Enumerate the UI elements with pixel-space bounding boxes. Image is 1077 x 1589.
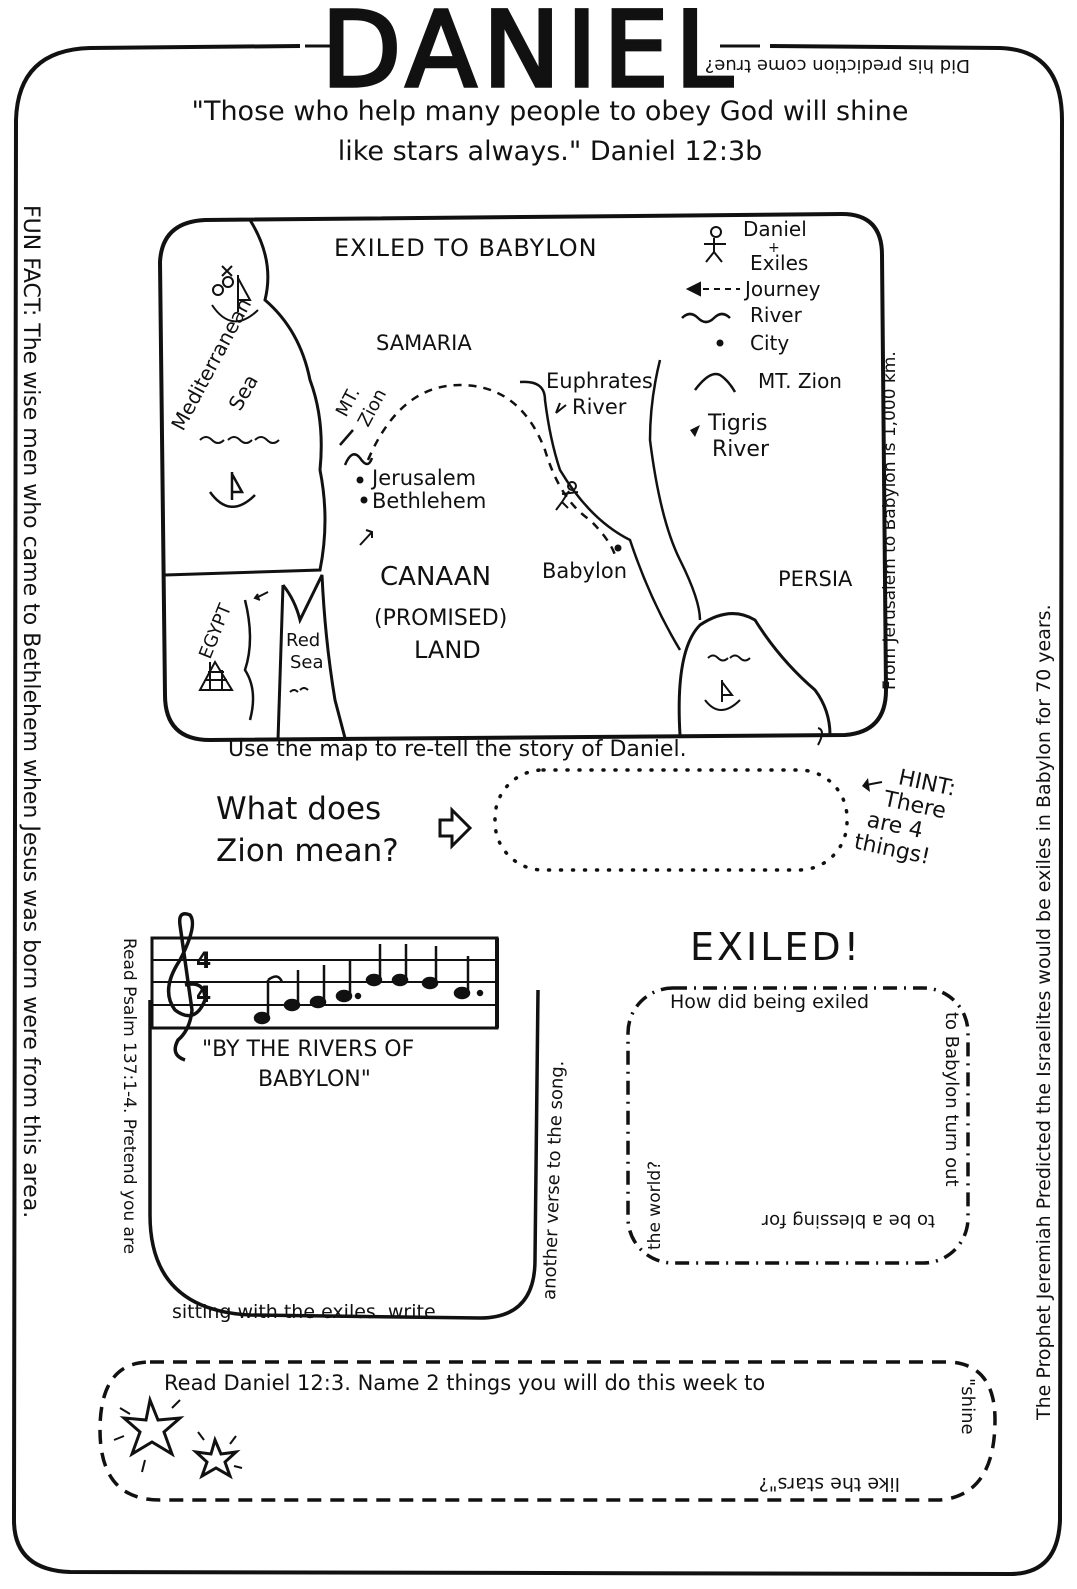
star-icon-small [191, 1435, 241, 1480]
euphrates-river-line [519, 380, 682, 651]
map-border [157, 211, 889, 743]
bethlehem-dot [360, 496, 368, 504]
title-banner: DANIEL [305, 0, 760, 100]
fun-fact-text: FUN FACT: The wise men who came to Bethl… [18, 205, 43, 1218]
map-title: EXILED TO BABYLON [334, 234, 598, 262]
zion-answer-box [493, 768, 849, 872]
map-label-canaan: CANAAN [380, 562, 491, 592]
boat-icon-top [211, 265, 259, 323]
jerusalem-dot [356, 476, 364, 484]
map-label-babylon: Babylon [542, 559, 627, 583]
map-label-promised: (PROMISED) [374, 606, 507, 631]
map-label-bethlehem: Bethlehem [372, 489, 486, 513]
map-label-egypt: EGYPT [195, 600, 236, 662]
psalm-instruction-right: another verse to the song. [539, 1060, 568, 1300]
psalm-instruction-bottom: sitting with the exiles. write [172, 1301, 436, 1323]
stars-answer-box [98, 1360, 997, 1502]
journey-path [366, 383, 617, 556]
red-sea-outline [281, 574, 347, 739]
song-title-2: BABYLON" [258, 1067, 371, 1092]
sea-waves [199, 436, 280, 444]
music-staff [150, 912, 499, 1062]
legend-journey: Journey [743, 277, 821, 301]
star-sparks [113, 1399, 181, 1473]
page-title: DANIEL [321, 0, 739, 100]
jeremiah-text: The Prophet Jeremiah Predicted the Israe… [1033, 604, 1055, 1421]
song-title-1: "BY THE RIVERS OF [202, 1037, 414, 1062]
exiled-question-top: How did being exiled [670, 991, 869, 1013]
daniel-figure-map [555, 481, 579, 511]
legend-plus: + [768, 240, 780, 256]
quote-line-2: like stars always." Daniel 12:3b [337, 136, 763, 167]
persian-gulf [677, 612, 832, 736]
star-icon-large [119, 1394, 185, 1458]
map-label-jerusalem: Jerusalem [370, 466, 476, 490]
map-label-tigris-river: River [712, 437, 770, 462]
zion-question-line-1: What does [216, 791, 382, 827]
stars-shine: "shine [957, 1378, 978, 1435]
map-distance-text: From Jerusalem to Babylon is 1,000 km. [880, 351, 900, 690]
legend-mt-icon [694, 372, 737, 393]
outer-border [11, 44, 1065, 1577]
exiled-question-bottom: to be a blessing for [761, 1210, 935, 1231]
mediterranean-coast [164, 219, 327, 577]
mt-zion-mark [343, 453, 374, 466]
nile-river [243, 599, 255, 721]
music-answer-box [148, 989, 540, 1320]
quote-line-1: "Those who help many people to obey God … [191, 96, 909, 127]
map-label-red-sea: Sea [290, 652, 324, 673]
psalm-instruction-left: Read Psalm 137:1-4. Pretend you are [119, 938, 139, 1254]
zion-question: What does Zion mean? [216, 788, 399, 872]
legend-river-line [681, 312, 731, 324]
map-caption: Use the map to re-tell the story of Dani… [228, 737, 687, 762]
legend-daniel-icon [704, 226, 726, 263]
legend-city: City [750, 331, 789, 355]
treble-clef-icon [166, 912, 207, 1062]
time-signature-top: 4 [196, 949, 211, 974]
zion-arrow-icon [438, 806, 473, 850]
pyramid-icon [198, 659, 234, 691]
hint-note: HINT: There are 4 things! [842, 758, 958, 872]
legend-city-dot [716, 339, 724, 347]
exiled-answer-box [626, 986, 970, 1265]
map-label-euphrates-river: River [572, 395, 627, 419]
legend-exiles: Exiles [750, 251, 808, 275]
babylon-dot [614, 544, 622, 552]
stars-instruction: Read Daniel 12:3. Name 2 things you will… [164, 1371, 765, 1395]
legend-river: River [750, 303, 803, 327]
tigris-river-line [648, 359, 702, 621]
map-label-red: Red [286, 630, 320, 651]
stars-like-the-stars: like the stars"? [759, 1473, 900, 1495]
map-label-land: LAND [414, 636, 481, 664]
prediction-question: Did his prediction come true? [705, 55, 970, 76]
map-label-sea: Sea [224, 370, 263, 414]
time-signature-bottom: 4 [196, 983, 211, 1008]
boat-icon-sea [208, 472, 256, 508]
exiled-question-right: to Babylon turn out [941, 1012, 962, 1187]
exiled-question-left: the world? [645, 1161, 665, 1250]
zion-question-line-2: Zion mean? [216, 833, 399, 869]
map-label-samaria: SAMARIA [376, 331, 472, 355]
legend-mtzion: MT. Zion [758, 369, 842, 393]
exiled-heading: EXILED! [690, 925, 862, 969]
map-label-tigris: Tigris [707, 411, 767, 436]
legend-daniel: Daniel [743, 217, 807, 241]
scripture-quote: "Those who help many people to obey God … [150, 92, 950, 172]
map-label-persia: PERSIA [778, 567, 853, 591]
map-label-euphrates: Euphrates [546, 369, 653, 393]
